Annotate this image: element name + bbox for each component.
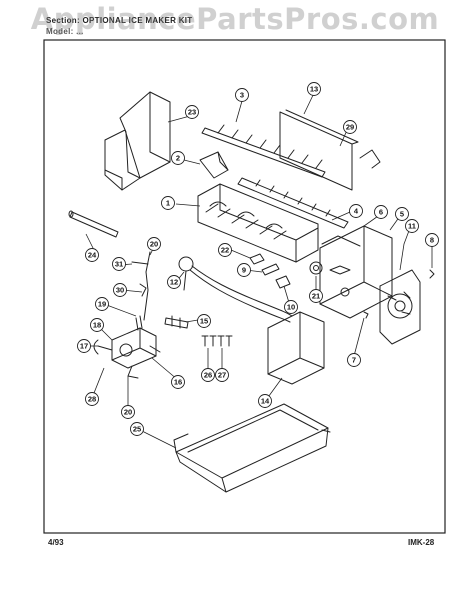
footer-code: IMK-28 [408,538,435,547]
callout-3: 3 [240,91,244,100]
callout-21: 21 [312,292,320,301]
diagram-frame [43,39,446,534]
callout-10: 10 [287,303,295,312]
part-22-clip [249,253,265,265]
part-2-bracket [199,151,229,179]
part-21-thermostat [309,261,323,275]
callout-22: 22 [221,246,229,255]
callout-8: 8 [430,236,434,245]
callout-14: 14 [261,397,270,406]
footer-date: 4/93 [48,538,64,547]
callout-17: 17 [80,342,88,351]
part-1-mold [197,183,319,263]
part-16-water-valve [93,315,161,379]
callout-20-top: 20 [150,240,158,249]
callout-27: 27 [218,371,226,380]
model-line: Model: ... [46,27,84,36]
callout-2: 2 [176,154,180,163]
leader-lines [85,90,433,449]
callout-9: 9 [242,266,246,275]
callout-15: 15 [200,317,208,326]
part-7-screw [363,311,369,319]
part-15-connector [164,315,189,329]
part-25-ice-bin [173,403,331,493]
part-9-clip [261,263,280,276]
callout-16: 16 [174,378,182,387]
callout-31: 31 [115,260,123,269]
callout-20-bottom: 20 [124,408,132,417]
part-3-ejector [201,124,326,178]
callout-1: 1 [166,199,170,208]
part-26-27-screws [201,335,233,347]
callout-29: 29 [346,123,354,132]
callout-30: 30 [116,286,124,295]
callout-labels: 3 13 29 23 2 1 4 6 5 11 8 22 9 10 21 12 … [80,85,434,434]
callout-6: 6 [379,208,383,217]
callout-4: 4 [354,207,359,216]
callout-19: 19 [98,300,106,309]
part-24-fill-tube [68,210,119,238]
part-23-cover [104,91,171,191]
callout-18: 18 [93,321,101,330]
section-title: Section: OPTIONAL ICE MAKER KIT [46,16,193,25]
callout-5: 5 [400,210,404,219]
callout-28: 28 [88,395,96,404]
part-12-harness [178,256,293,323]
callout-circles [77,82,439,436]
part-13-29-arm [279,109,381,191]
callout-7: 7 [352,356,356,365]
callout-11: 11 [408,222,416,231]
callout-26: 26 [204,371,212,380]
part-11-motor [379,269,421,345]
part-14-cover [267,311,325,385]
part-10-clip [275,275,291,289]
callout-23: 23 [188,108,196,117]
callout-25: 25 [133,425,141,434]
part-5-housing [319,225,393,319]
part-31-fitting [131,261,149,265]
part-30-tube [143,251,151,321]
callout-24: 24 [88,251,97,260]
callout-13: 13 [310,85,318,94]
part-stripper [237,177,349,229]
part-8-screw [429,269,435,279]
callout-12: 12 [170,278,178,287]
